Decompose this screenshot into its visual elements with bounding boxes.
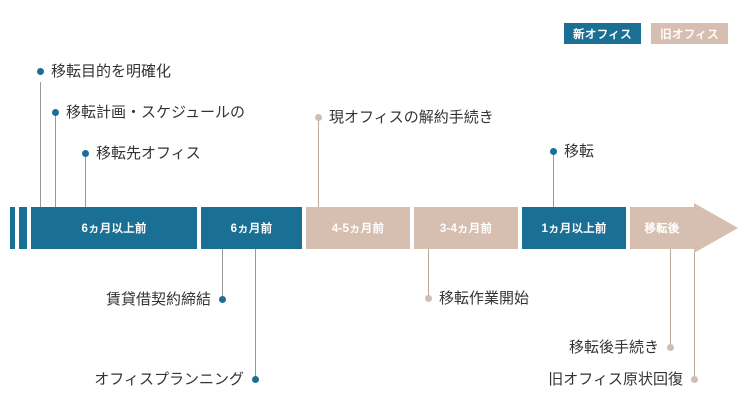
milestone-label-current-office-cancellation: 現オフィスの解約手続き: [329, 109, 494, 126]
timeline-segment-tick-2[interactable]: [19, 207, 27, 249]
connector-line-old-office-restoration: [694, 249, 695, 381]
timeline-arrow-tip: [694, 203, 738, 253]
timeline-segment-4-5months[interactable]: 4-5ヵ月前: [306, 207, 410, 249]
milestone-dot-relocation-plan[interactable]: [52, 109, 59, 116]
milestone-dot-current-office-cancellation[interactable]: [315, 114, 322, 121]
timeline-segment-label: 3-4ヵ月前: [439, 223, 493, 235]
milestone-dot-destination-office[interactable]: [82, 150, 89, 157]
timeline-segment-label: 1ヵ月以上前: [541, 223, 607, 235]
milestone-label-lease-contract: 賃貸借契約締結: [105, 291, 211, 308]
milestone-label-post-move-procedures: 移転後手続き: [568, 339, 659, 356]
timeline-segment-1month-plus[interactable]: 1ヵ月以上前: [522, 207, 626, 249]
timeline-segment-label: 移転後: [644, 223, 680, 235]
legend-label-new-office: 新オフィス: [573, 28, 632, 41]
timeline-segment-6months-plus[interactable]: 6ヵ月以上前: [31, 207, 197, 249]
connector-line-relocation-purpose: [40, 82, 41, 208]
milestone-label-destination-office: 移転先オフィス: [96, 145, 201, 162]
legend-item-old-office: 旧オフィス: [651, 23, 728, 44]
milestone-dot-lease-contract[interactable]: [219, 296, 226, 303]
connector-line-office-planning: [255, 249, 256, 381]
legend-item-new-office: 新オフィス: [564, 23, 641, 44]
milestone-label-office-planning: オフィスプランニング: [94, 371, 244, 388]
connector-line-post-move-procedures: [670, 249, 671, 349]
timeline-bar: 6ヵ月以上前 6ヵ月前 4-5ヵ月前 3-4ヵ月前 1ヵ月以上前 移転後: [0, 203, 744, 253]
timeline-segment-label: 4-5ヵ月前: [331, 223, 385, 235]
timeline-segment-after-move[interactable]: 移転後: [630, 207, 694, 249]
legend-label-old-office: 旧オフィス: [660, 28, 719, 41]
connector-line-relocation-plan: [55, 113, 56, 208]
milestone-label-old-office-restoration: 旧オフィス原状回復: [548, 371, 683, 388]
milestone-label-moving-work-start: 移転作業開始: [439, 290, 530, 307]
milestone-dot-relocation[interactable]: [550, 148, 557, 155]
legend: 新オフィス 旧オフィス: [564, 23, 728, 44]
connector-line-relocation: [553, 154, 554, 208]
timeline-segment-6months[interactable]: 6ヵ月前: [201, 207, 302, 249]
timeline-segment-tick-1[interactable]: [10, 207, 15, 249]
milestone-label-relocation: 移転: [564, 143, 595, 160]
milestone-label-relocation-plan: 移転計画・スケジュールの: [66, 104, 245, 121]
connector-line-moving-work-start: [428, 249, 429, 300]
milestone-dot-old-office-restoration[interactable]: [691, 376, 698, 383]
timeline-segment-label: 6ヵ月以上前: [81, 223, 147, 235]
connector-line-lease-contract: [222, 249, 223, 301]
milestone-label-relocation-purpose: 移転目的を明確化: [51, 63, 172, 80]
connector-line-destination-office: [85, 154, 86, 208]
milestone-dot-moving-work-start[interactable]: [425, 295, 432, 302]
milestone-dot-office-planning[interactable]: [252, 376, 259, 383]
timeline-segment-label: 6ヵ月前: [230, 223, 273, 235]
connector-line-current-office-cancellation: [318, 120, 319, 208]
milestone-dot-post-move-procedures[interactable]: [667, 344, 674, 351]
milestone-dot-relocation-purpose[interactable]: [37, 68, 44, 75]
timeline-segment-3-4months[interactable]: 3-4ヵ月前: [414, 207, 518, 249]
